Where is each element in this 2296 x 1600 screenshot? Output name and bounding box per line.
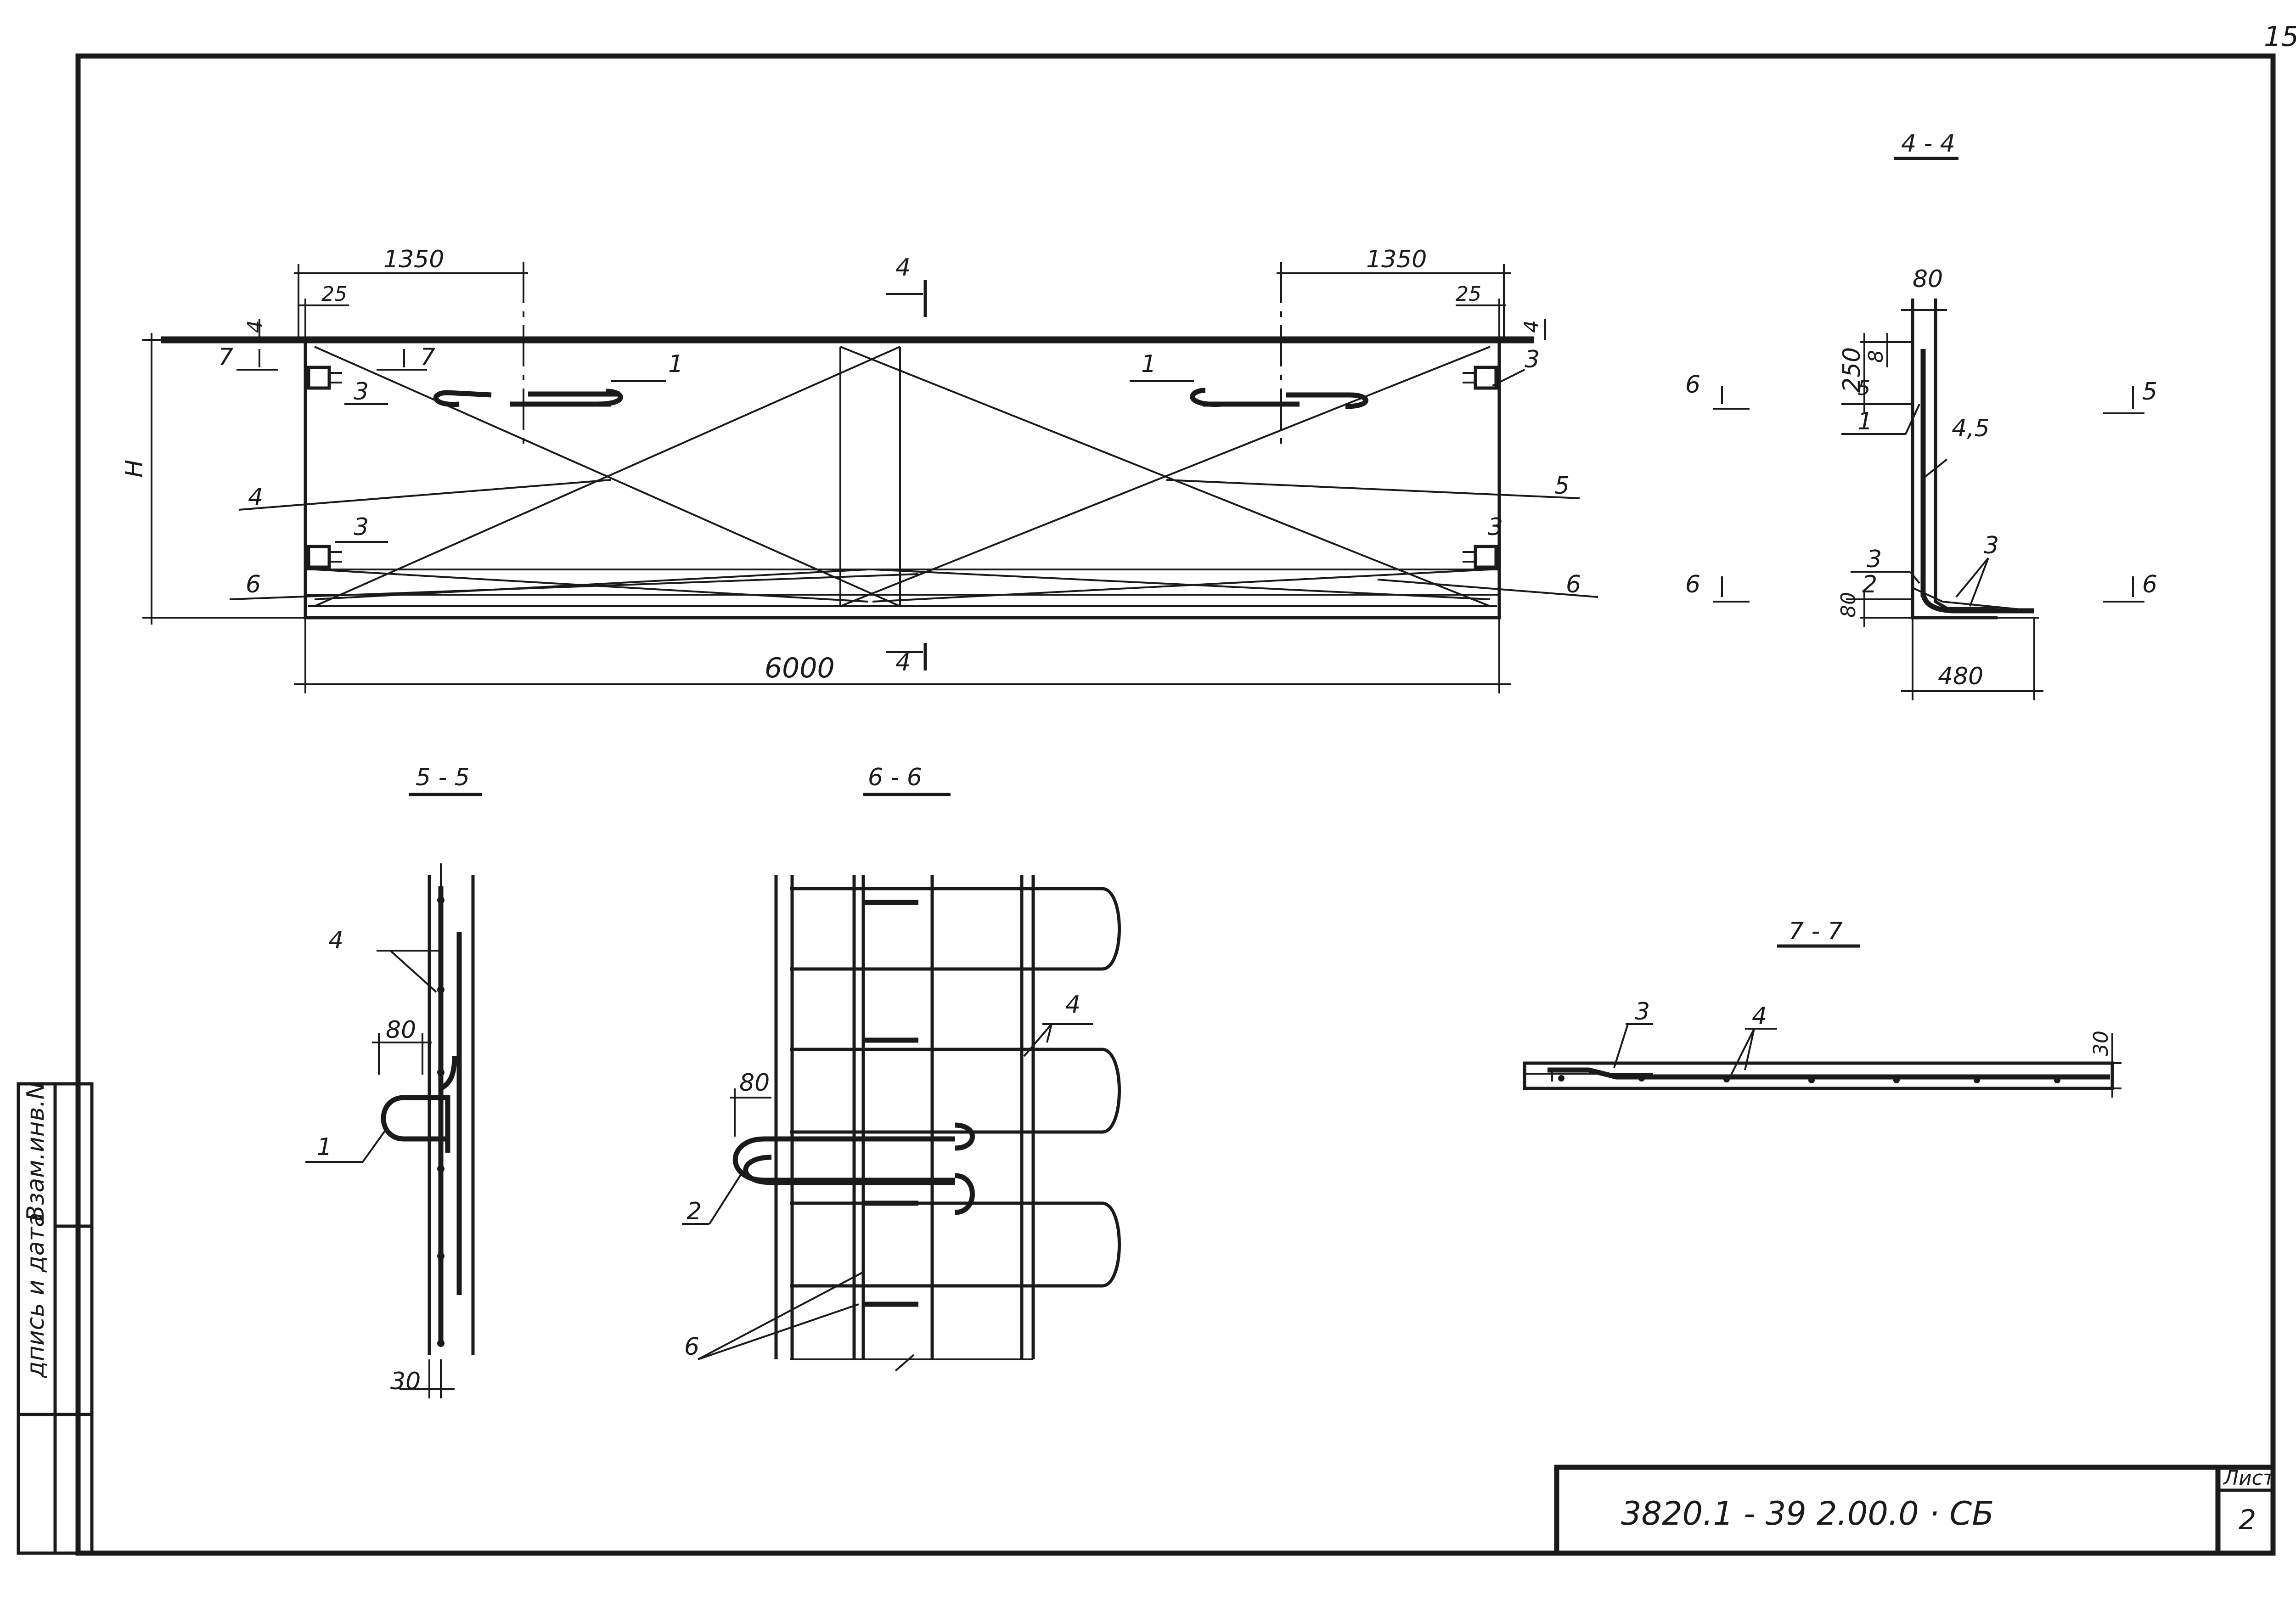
dim-6000: 6000 (765, 652, 835, 684)
callout-3-bottom-left: 3 (354, 513, 369, 541)
section-4-4-dimensions (1713, 299, 2144, 700)
callout-3b-section: 3 (1984, 532, 1999, 559)
section-7-7-dim-30: 30 (2089, 1031, 2113, 1056)
mark-6-left-top: 6 (1685, 371, 1700, 399)
stamp-label-signature: дпись и дата (22, 1212, 50, 1378)
title-block (1554, 1465, 2276, 1556)
section-mark-7-right: 7 (420, 344, 435, 371)
mark-5-right: 5 (2142, 378, 2157, 406)
stamp-label-replace: Взам.инв.N (22, 1082, 50, 1222)
tick-4-right: 4 (1520, 320, 1543, 333)
callout-6-left: 6 (246, 571, 261, 598)
main-dimensions (142, 264, 1598, 693)
section-4-4-profile (1911, 299, 2039, 620)
mark-6-left-bottom: 6 (1685, 571, 1700, 598)
section-7-7-title: 7 - 7 (1789, 918, 1843, 945)
dim-25-right: 25 (1456, 282, 1481, 306)
section-4-4-title: 4 - 4 (1901, 130, 1955, 158)
callout-3-bottom-right: 3 (1488, 513, 1503, 541)
callout-3-top-right: 3 (1525, 346, 1540, 373)
section-6-6-callout-4: 4 (1065, 991, 1080, 1019)
dim-25-left: 25 (321, 282, 347, 306)
section-5-5-dim-30: 30 (390, 1368, 421, 1395)
section-5-5-profile (305, 863, 475, 1398)
callout-1-section: 1 (1857, 408, 1873, 435)
section-7-7-profile (1523, 1023, 2122, 1098)
callout-6-right: 6 (1566, 571, 1581, 598)
callout-3a-section: 3 (1867, 546, 1882, 573)
callout-1-right: 1 (1141, 350, 1156, 378)
section-7-7-callout-4: 4 (1752, 1003, 1767, 1030)
dim-480: 480 (1938, 663, 1983, 690)
section-5-5-callout-4: 4 (328, 927, 343, 954)
section-5-5-title: 5 - 5 (416, 764, 470, 791)
callout-4-5-section: 4,5 (1952, 415, 1990, 442)
doc-code: 3820.1 - 39 2.00.0 · СБ (1621, 1495, 1994, 1532)
sheet-corner-number: 15 (2264, 21, 2296, 53)
section-mark-4-bottom: 4 (895, 649, 911, 676)
dim-80-top: 80 (1913, 265, 1943, 293)
mark-6-right: 6 (2142, 571, 2157, 598)
section-6-6-title: 6 - 6 (868, 764, 922, 791)
section-5-5-callout-1: 1 (317, 1133, 332, 1161)
dim-80-bottom: 80 (1837, 592, 1860, 618)
sheet-frame (17, 53, 2276, 1556)
section-6-6-callout-6: 6 (684, 1333, 699, 1361)
section-mark-7-left: 7 (218, 344, 233, 371)
dim-8: 8 (1864, 350, 1888, 363)
main-elevation (161, 262, 1534, 620)
tick-4-left: 4 (243, 320, 267, 333)
section-7-7-callout-3: 3 (1635, 998, 1650, 1025)
dim-1350-right: 1350 (1366, 246, 1427, 273)
callout-2-section: 2 (1862, 571, 1877, 598)
section-6-6-plan (682, 875, 1121, 1372)
section-mark-4-top: 4 (895, 254, 911, 282)
dim-h: H (121, 460, 148, 478)
section-5-5-dim-80: 80 (386, 1016, 416, 1044)
callout-4: 4 (248, 484, 263, 511)
dim-250: 250 (1838, 347, 1866, 393)
sheet-label: Лист (2223, 1466, 2275, 1490)
callout-5-section: 5 (1857, 377, 1870, 400)
callout-5: 5 (1554, 472, 1570, 500)
section-6-6-callout-2: 2 (687, 1198, 702, 1225)
callout-1-left: 1 (668, 350, 683, 378)
callout-3-top-left: 3 (354, 378, 369, 406)
section-6-6-dim-80: 80 (739, 1069, 770, 1097)
sheet-number: 2 (2239, 1504, 2256, 1536)
dim-1350-left: 1350 (383, 246, 444, 273)
